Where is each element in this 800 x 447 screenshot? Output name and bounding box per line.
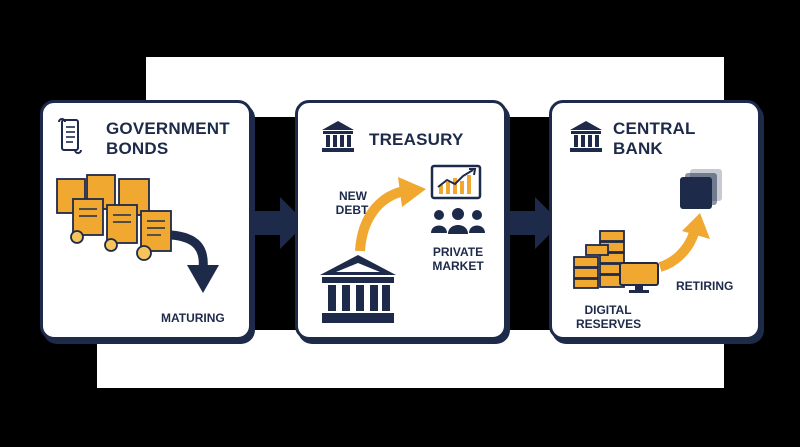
government-bonds-panel: GOVERNMENT BONDS MATURING: [40, 100, 252, 340]
panel-title-line2: BONDS: [106, 139, 169, 158]
database-stack-icon: [573, 230, 625, 289]
bond-scrolls-icon: [56, 174, 172, 261]
flow-arrow-2: [507, 197, 561, 249]
scroll-icon: [58, 118, 82, 154]
maturing-arrow: [170, 230, 219, 293]
digital-reserves-label-line2: RESERVES: [576, 317, 642, 331]
central-bank-panel: CENTRAL BANK RETIRING DIGITAL RESERVES: [549, 100, 761, 340]
retiring-label: RETIRING: [676, 279, 734, 293]
dissolving-reserves-icon: [680, 169, 722, 209]
new-debt-arrow: [355, 177, 426, 252]
treasury-panel: TREASURY NEW DEBT PRIVATE MARKET: [295, 100, 507, 340]
private-market-label-line2: MARKET: [432, 259, 484, 273]
panel-title-line2: BANK: [613, 139, 663, 158]
market-chart-icon: [430, 164, 482, 200]
treasury-building-icon: [320, 255, 396, 323]
new-debt-label-line2: DEBT: [335, 203, 369, 217]
panel-title: TREASURY: [369, 130, 464, 149]
private-market-label-line1: PRIVATE: [432, 245, 484, 259]
digital-reserves-label-line1: DIGITAL: [584, 303, 632, 317]
panel-title-line1: GOVERNMENT: [106, 119, 230, 138]
monitor-icon: [619, 262, 659, 293]
maturing-label: MATURING: [161, 311, 225, 325]
panel-title-line1: CENTRAL: [613, 119, 696, 138]
flow-arrow-1: [252, 197, 306, 249]
bank-building-icon: [570, 121, 602, 152]
people-group-icon: [431, 208, 485, 234]
retiring-arrow: [658, 213, 710, 272]
bank-building-icon: [322, 121, 354, 152]
new-debt-label-line1: NEW: [339, 189, 367, 203]
